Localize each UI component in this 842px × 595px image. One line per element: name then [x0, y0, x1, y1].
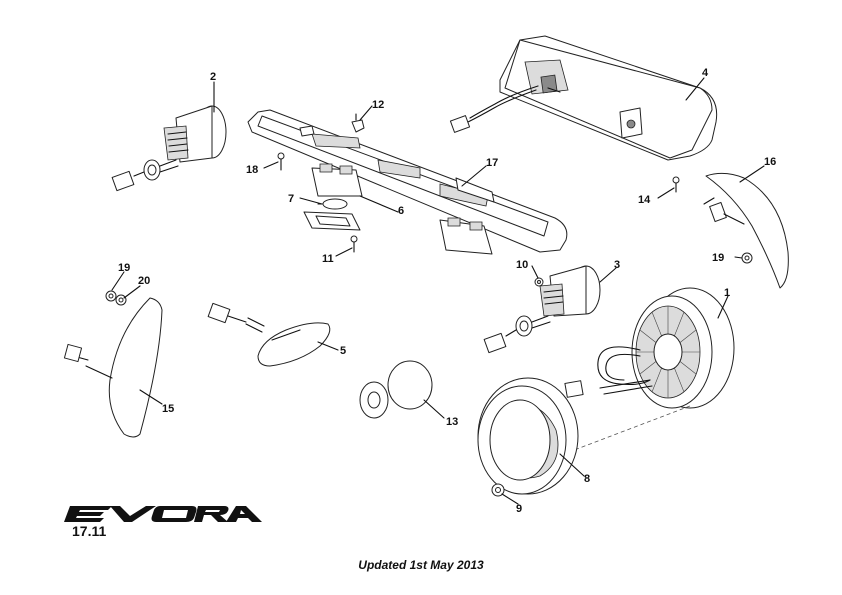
callout-2: 2 [210, 71, 216, 83]
part-15-side-lens [63, 297, 163, 438]
part-4-high-mount-lamp [449, 35, 718, 161]
callout-5: 5 [340, 345, 346, 357]
callout-12: 12 [372, 99, 384, 111]
callout-6: 6 [398, 205, 404, 217]
callout-1: 1 [724, 287, 730, 299]
callout-15: 15 [162, 403, 174, 415]
part-8-bezel-ring [477, 377, 579, 495]
callout-labels: 1 2 3 4 5 6 7 8 9 10 11 12 13 14 15 16 1… [118, 67, 776, 515]
part-5-side-repeater [207, 302, 331, 367]
callout-8: 8 [584, 473, 590, 485]
callout-18: 18 [246, 164, 258, 176]
part-18-screw [277, 152, 285, 171]
part-20-washer [115, 294, 127, 306]
callout-9: 9 [516, 503, 522, 515]
callout-4: 4 [702, 67, 709, 79]
part-17-lamp-carrier [247, 109, 568, 253]
part-6-plate-lamps [311, 163, 493, 255]
evora-logo [64, 506, 262, 522]
part-13-cap [359, 360, 433, 419]
part-11-screw [350, 235, 358, 253]
callout-19-right: 19 [712, 252, 724, 264]
callout-17: 17 [486, 157, 498, 169]
part-19-nut-left [105, 290, 117, 302]
part-1-headlamp [564, 287, 735, 409]
callout-19-left: 19 [118, 262, 130, 274]
part-16-side-lens [703, 172, 789, 289]
callout-13: 13 [446, 416, 458, 428]
part-14-screw [672, 176, 680, 193]
callout-16: 16 [764, 156, 776, 168]
part-10-nut [534, 277, 544, 287]
part-3-actuator [483, 265, 601, 354]
callout-20: 20 [138, 275, 150, 287]
part-9-nut [491, 483, 505, 497]
leader-lines [111, 77, 765, 505]
part-12-clip [351, 113, 365, 133]
callout-7: 7 [288, 193, 294, 205]
section-number: 17.11 [72, 523, 107, 539]
part-2-actuator [111, 105, 227, 192]
part-6-lens-plate [303, 211, 361, 231]
callout-3: 3 [614, 259, 620, 271]
part-19-nut-right [741, 252, 753, 264]
callout-14: 14 [638, 194, 651, 206]
callout-10: 10 [516, 259, 528, 271]
callout-11: 11 [322, 253, 334, 265]
footer-note: Updated 1st May 2013 [358, 558, 484, 572]
